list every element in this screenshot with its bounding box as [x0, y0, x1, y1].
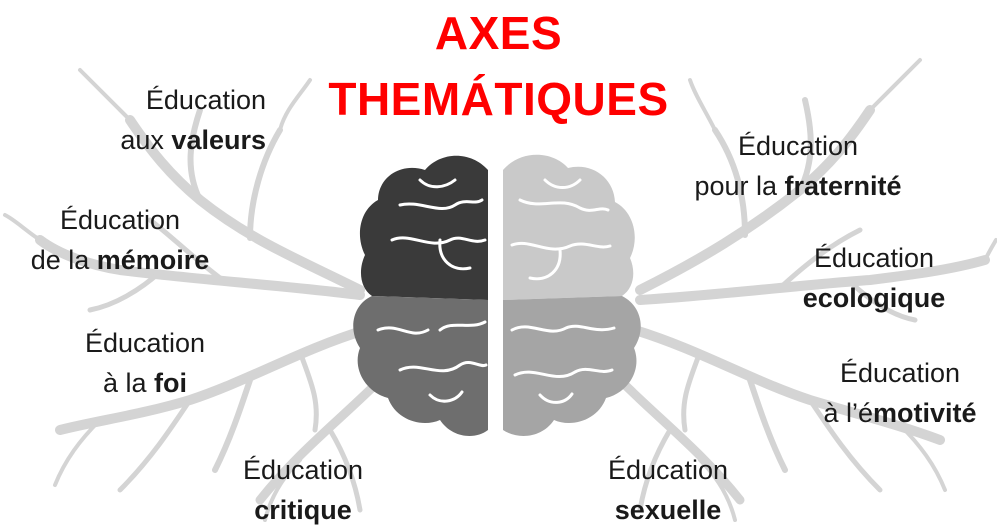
label-ecologique-line1: Éducation [788, 238, 960, 278]
label-emotivite-bold: motivité [873, 398, 977, 428]
label-memoire: Éducation de la mémoire [10, 200, 230, 280]
label-critique-bold: critique [254, 495, 352, 525]
label-fraternite: Éducation pour la fraternité [668, 126, 928, 206]
label-sexuelle: Éducation sexuelle [583, 450, 753, 530]
label-memoire-line1: Éducation [10, 200, 230, 240]
label-valeurs-prefix: aux [120, 125, 171, 155]
label-ecologique: Éducation ecologique [788, 238, 960, 318]
label-foi-bold: foi [154, 368, 187, 398]
label-foi-line1: Éducation [60, 323, 230, 363]
label-valeurs: Éducation aux valeurs [100, 80, 266, 160]
title-line-1: AXES [0, 6, 997, 60]
brain-right-bottom-lobe [503, 296, 641, 436]
label-foi: Éducation à la foi [60, 323, 230, 403]
label-fraternite-prefix: pour la [694, 171, 784, 201]
label-sexuelle-line1: Éducation [583, 450, 753, 490]
label-emotivite-prefix: à l’é [823, 398, 873, 428]
label-sexuelle-bold: sexuelle [615, 495, 722, 525]
label-valeurs-line1: Éducation [100, 80, 266, 120]
label-ecologique-bold: ecologique [803, 283, 946, 313]
label-foi-prefix: à la [103, 368, 154, 398]
brain-right-top-lobe [503, 155, 635, 300]
brain-left-top-lobe [360, 156, 488, 300]
brain-left-bottom-lobe [353, 296, 488, 436]
label-critique-line1: Éducation [218, 450, 388, 490]
label-valeurs-bold: valeurs [171, 125, 266, 155]
label-emotivite: Éducation à l’émotivité [808, 353, 992, 433]
label-fraternite-line1: Éducation [668, 126, 928, 166]
label-memoire-prefix: de la [31, 245, 97, 275]
label-critique: Éducation critique [218, 450, 388, 530]
label-memoire-bold: mémoire [97, 245, 210, 275]
label-fraternite-bold: fraternité [785, 171, 902, 201]
label-emotivite-line1: Éducation [808, 353, 992, 393]
